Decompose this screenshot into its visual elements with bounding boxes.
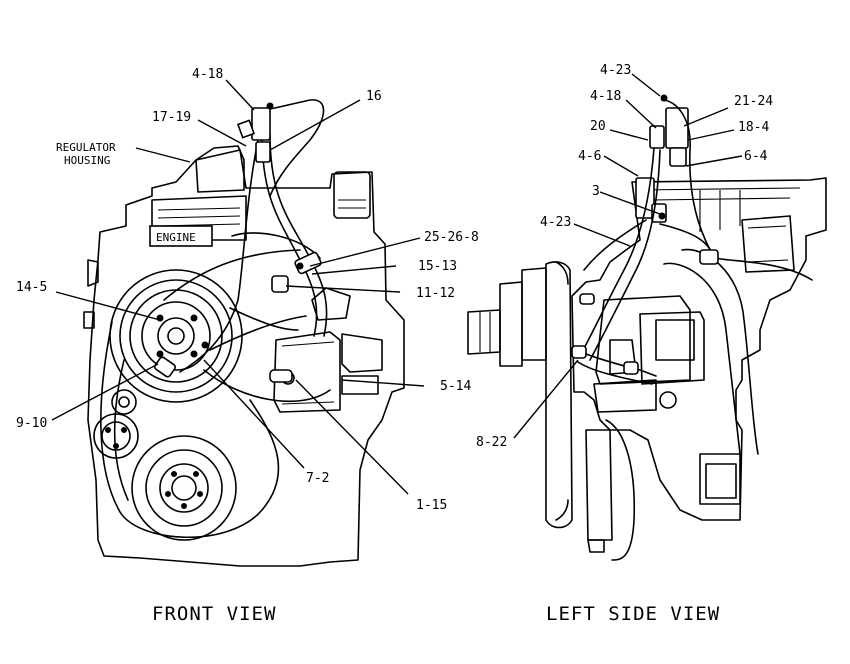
callout-1-15: 1-15 <box>416 498 447 513</box>
regulator-housing-label-line1: REGULATOR <box>56 141 116 154</box>
front-labels: ENGINE REGULATOR HOUSING 4-18 17-19 16 2… <box>16 67 479 625</box>
regulator-housing-label-line2: HOUSING <box>64 154 110 167</box>
callout-7-2: 7-2 <box>306 471 329 486</box>
callout-6-4: 6-4 <box>744 149 768 164</box>
callout-4-23-mid: 4-23 <box>540 215 571 230</box>
side-labels: 4-23 4-18 21-24 20 18-4 4-6 6-4 3 4-23 8… <box>476 63 773 625</box>
callout-16: 16 <box>366 89 382 104</box>
callout-18-4: 18-4 <box>738 120 769 135</box>
callout-15-13: 15-13 <box>418 259 457 274</box>
callout-4-18-front: 4-18 <box>192 67 223 82</box>
callout-3: 3 <box>592 184 600 199</box>
callout-9-10: 9-10 <box>16 416 47 431</box>
callout-25-26-8: 25-26-8 <box>424 230 479 245</box>
engine-label: ENGINE <box>156 231 196 244</box>
callout-17-19: 17-19 <box>152 110 191 125</box>
side-view-drawing <box>467 94 827 561</box>
callout-8-22: 8-22 <box>476 435 507 450</box>
callout-5-14: 5-14 <box>440 379 471 394</box>
front-view-title: FRONT VIEW <box>152 603 276 625</box>
front-leader-lines <box>51 79 425 495</box>
left-side-view-title: LEFT SIDE VIEW <box>546 603 720 625</box>
front-view-drawing <box>83 99 405 567</box>
callout-11-12: 11-12 <box>416 286 455 301</box>
side-leader-lines <box>513 73 743 439</box>
callout-21-24: 21-24 <box>734 94 773 109</box>
callout-4-6: 4-6 <box>578 149 601 164</box>
callout-20: 20 <box>590 119 606 134</box>
callout-4-18-side: 4-18 <box>590 89 621 104</box>
callout-14-5: 14-5 <box>16 280 47 295</box>
callout-4-23-top: 4-23 <box>600 63 631 78</box>
